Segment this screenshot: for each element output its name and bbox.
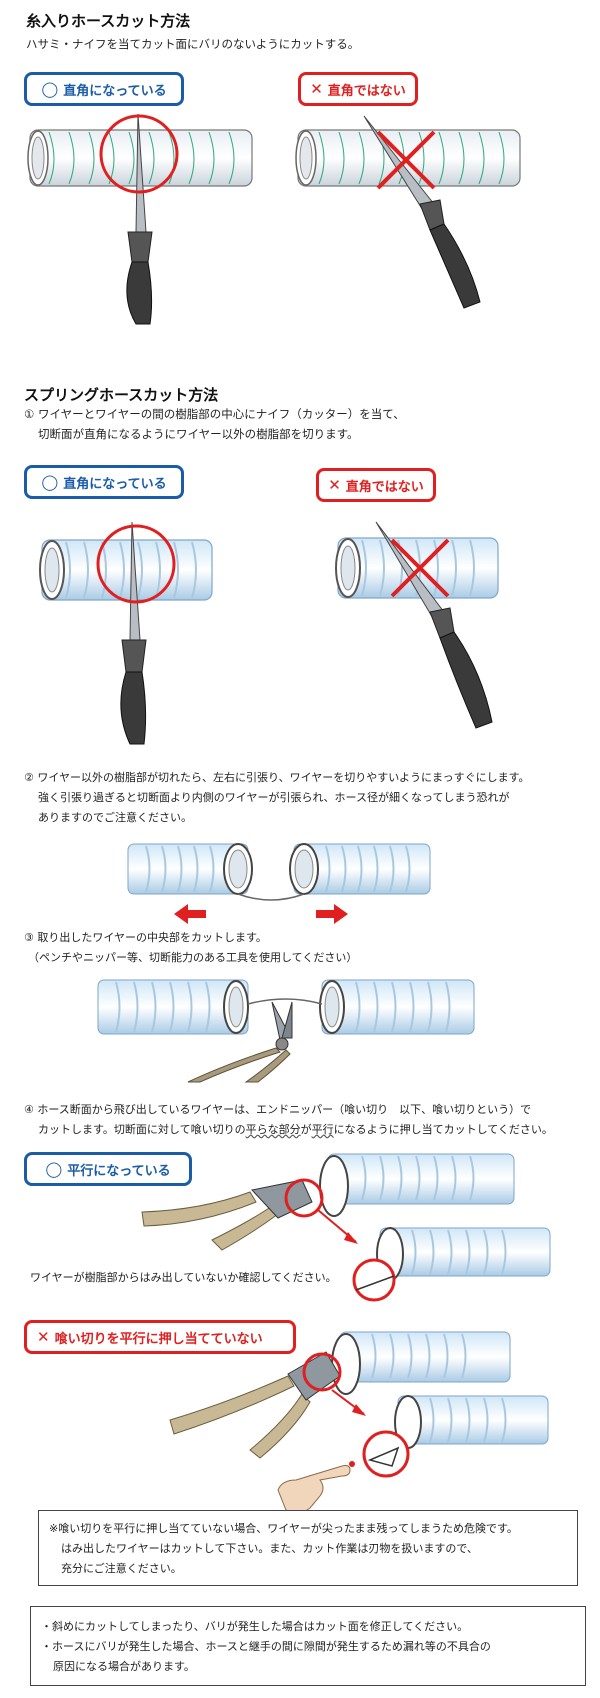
step4-wrong-illustration	[169, 1331, 549, 1514]
step1-line1: ① ワイヤーとワイヤーの間の樹脂部の中心にナイフ（カッター）を当て、	[24, 407, 405, 421]
step4-ng-badge: ✕ 喰い切りを平行に押し当てていない	[24, 1320, 296, 1354]
step4-line2-part-e: になるように押し当てカットしてください。	[333, 1123, 553, 1136]
bottom-note: ・斜めにカットしてしまったり、バリが発生した場合はカット面を修正してください。 …	[30, 1606, 586, 1686]
spring-hose-wrong-illustration	[335, 521, 499, 729]
bottom-line-1: ・斜めにカットしてしまったり、バリが発生した場合はカット面を修正してください。	[41, 1620, 469, 1633]
step4-emphasis-parallel: 平行	[311, 1123, 334, 1136]
step4-emphasis-flat: 平らな部分	[245, 1123, 301, 1136]
cross-icon: ✕	[310, 80, 323, 98]
step1-ok-badge: ◯ 直角になっている	[24, 465, 184, 499]
step4-ok-caption: ワイヤーが樹脂部からはみ出していないか確認してください。	[30, 1271, 337, 1284]
circle-icon: ◯	[41, 80, 59, 98]
step2-line2: 強く引張り過ぎると切断面より内側のワイヤーが引張られ、ホース径が細くなってしまう…	[38, 791, 510, 804]
step1-ng-badge: ✕ 直角ではない	[316, 468, 436, 502]
section1-title: 糸入りホースカット方法	[26, 12, 191, 30]
step2-line1: ② ワイヤー以外の樹脂部が切れたら、左右に引張り、ワイヤーを切りやすいようにまっ…	[24, 771, 530, 784]
circle-icon: ◯	[45, 1160, 63, 1178]
circle-icon: ◯	[41, 473, 59, 491]
cross-icon: ✕	[37, 1328, 50, 1346]
step1-ok-label: 直角になっている	[63, 476, 167, 492]
threaded-hose-correct-illustration	[27, 113, 253, 325]
section1-ok-badge: ◯ 直角になっている	[24, 72, 184, 106]
bottom-line-2: ・ホースにバリが発生した場合、ホースと継手の間に隙間が発生するため漏れ等の不具合…	[41, 1640, 491, 1653]
threaded-hose-wrong-illustration	[295, 115, 521, 309]
warning-line-1: ※喰い切りを平行に押し当てていない場合、ワイヤーが尖ったまま残ってしまうため危険…	[49, 1522, 518, 1535]
step4-line2-part-a: カットします。切断面に対して喰い切りの	[38, 1123, 246, 1136]
warning-line-2: はみ出したワイヤーはカットして下さい。また、カット作業は刃物を扱いますので、	[61, 1542, 478, 1555]
section2-title: スプリングホースカット方法	[24, 386, 219, 404]
step4-line2: カットします。切断面に対して喰い切りの平らな部分が平行になるように押し当てカット…	[38, 1120, 553, 1140]
step2-line3: ありますのでご注意ください。	[38, 811, 192, 824]
step4-line1: ④ ホース断面から飛び出しているワイヤーは、エンドニッパー（喰い切り 以下、喰い…	[24, 1103, 532, 1116]
warning-note: ※喰い切りを平行に押し当てていない場合、ワイヤーが尖ったまま残ってしまうため危険…	[38, 1510, 578, 1586]
section1-ng-label: 直角ではない	[327, 83, 406, 99]
step4-ng-label: 喰い切りを平行に押し当てていない	[54, 1331, 263, 1347]
spring-hose-correct-illustration	[39, 521, 213, 745]
step1-line2: 切断面が直角になるようにワイヤー以外の樹脂部を切ります。	[38, 427, 359, 441]
step4-ok-label: 平行になっている	[67, 1163, 171, 1179]
warning-line-3: 充分にご注意ください。	[61, 1562, 182, 1575]
bottom-line-3: 原因になる場合があります。	[53, 1660, 195, 1673]
step3-line1: ③ 取り出したワイヤーの中央部をカットします。	[24, 931, 267, 944]
step1-ng-label: 直角ではない	[345, 479, 424, 495]
step4-correct-illustration	[141, 1153, 551, 1302]
step4-ok-badge: ◯ 平行になっている	[24, 1152, 192, 1186]
step2-pull-illustration	[127, 843, 431, 924]
step4-line2-part-c: が	[300, 1123, 312, 1136]
cross-icon: ✕	[328, 476, 341, 494]
pointing-hand-icon	[277, 1461, 355, 1514]
section1-ok-label: 直角になっている	[63, 83, 167, 99]
section1-ng-badge: ✕ 直角ではない	[298, 72, 418, 106]
section1-desc: ハサミ・ナイフを当てカット面にバリのないようにカットする。	[26, 37, 360, 51]
step3-line2: （ペンチやニッパー等、切断能力のある工具を使用してください）	[28, 951, 358, 964]
step3-nipper-illustration	[97, 979, 475, 1083]
